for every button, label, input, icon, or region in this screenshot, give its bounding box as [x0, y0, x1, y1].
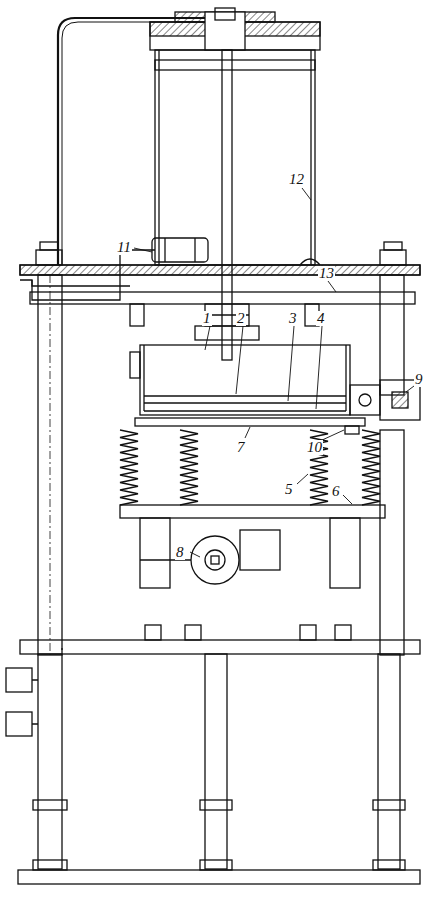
callout-number: 5 [284, 482, 294, 497]
callout-number: 8 [175, 545, 185, 560]
callout-number: 10 [306, 440, 323, 455]
callout-number: 7 [236, 440, 246, 455]
callout-number: 4 [316, 311, 326, 326]
spring [120, 430, 138, 505]
callout-number: 2 [236, 311, 246, 326]
callout-number: 1 [202, 311, 212, 326]
spring [362, 430, 380, 505]
callout-number: 12 [288, 172, 305, 187]
callout-number: 9 [414, 372, 424, 387]
callout-number: 11 [116, 240, 132, 255]
callout-number: 6 [331, 484, 341, 499]
callout-number: 3 [288, 311, 298, 326]
callout-number: 13 [318, 266, 335, 281]
spring [180, 430, 198, 505]
